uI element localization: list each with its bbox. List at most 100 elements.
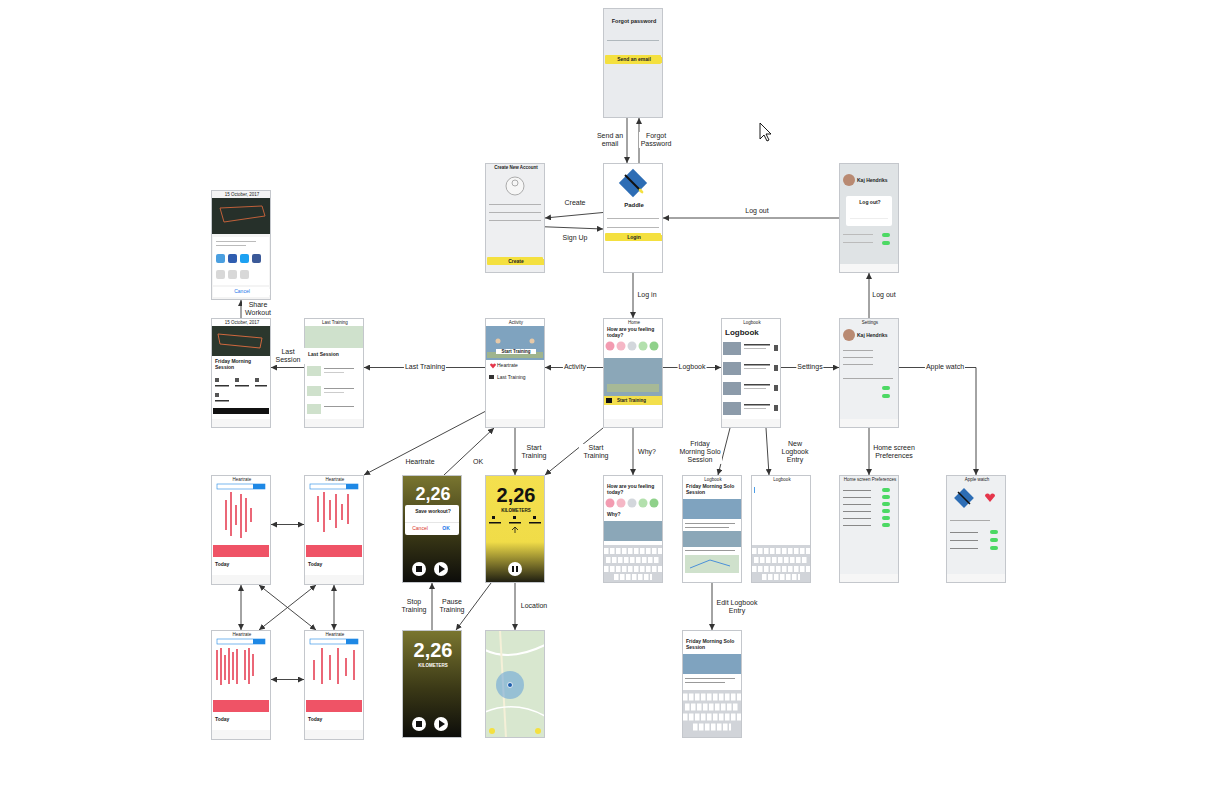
screen-text: Activity xyxy=(488,320,544,325)
screen-detail-part xyxy=(690,560,730,568)
screen-detail-part xyxy=(846,196,892,226)
screen-detail-part xyxy=(324,392,344,393)
app-screen: HomeHow are you feeling today?Start Trai… xyxy=(603,318,663,428)
screen-detail-part xyxy=(639,342,648,351)
screen-detail-part xyxy=(213,287,269,297)
screen-detail-part xyxy=(255,378,259,382)
screen-text: Login xyxy=(606,235,662,241)
screen-detail-part xyxy=(683,697,741,727)
screen-ground xyxy=(211,8,1006,740)
screen-detail-part xyxy=(439,720,445,728)
screen-ground-part xyxy=(211,475,271,585)
screen-ground-part xyxy=(603,163,663,273)
edge-label: Friday Morning Solo Session xyxy=(678,440,722,464)
screen-ground-part xyxy=(211,630,271,740)
screen-text: Logbook xyxy=(724,320,780,325)
screen-detail-part xyxy=(211,198,271,234)
screen-detail-part xyxy=(723,382,741,395)
edge-label: Send an email xyxy=(594,132,626,148)
screen-detail-part xyxy=(682,654,742,674)
screen-detail-part xyxy=(754,487,756,493)
screen-detail-part xyxy=(215,393,219,397)
screen-detail-part xyxy=(513,516,516,519)
screen-detail-part xyxy=(606,342,615,351)
screen-ground-part xyxy=(603,8,663,118)
flow-arrow xyxy=(259,585,316,630)
screen-detail-part xyxy=(990,538,998,542)
screen-ground-part xyxy=(485,318,545,428)
flow-arrow xyxy=(271,679,304,680)
screen-detail-part xyxy=(774,405,778,411)
screen-ground-part xyxy=(485,475,545,583)
flow-arrow xyxy=(334,585,335,630)
edge-label: OK xyxy=(472,458,484,466)
edge-label: Log out xyxy=(744,207,769,215)
screen-text: Send an email xyxy=(606,57,662,63)
screen-detail-part xyxy=(240,270,249,279)
screen-detail-part xyxy=(307,366,321,376)
app-screen: HeartrateToday xyxy=(304,475,364,585)
edge-label: Pause Training xyxy=(436,598,468,614)
screen-text: 2,26 xyxy=(405,484,461,505)
screen-detail-part xyxy=(489,204,541,206)
screen-detail-part xyxy=(607,218,659,220)
screen-detail-part xyxy=(607,40,659,42)
screen-detail-part xyxy=(416,566,422,572)
screen-detail-part xyxy=(213,408,269,414)
screen-detail-part xyxy=(529,522,541,524)
screen-detail-part xyxy=(512,527,518,533)
screen-detail-part xyxy=(850,218,888,220)
app-screen: HeartrateToday xyxy=(304,630,364,740)
screen-text: Start Training xyxy=(616,398,662,403)
edge-label: Heartrate xyxy=(404,458,435,466)
screen-detail-part xyxy=(617,499,626,508)
screen-detail-part xyxy=(882,509,890,513)
screen-detail-part xyxy=(213,237,269,285)
screen-detail-part xyxy=(216,254,225,263)
screen-detail-part xyxy=(489,212,541,214)
screen-detail-part xyxy=(512,180,518,186)
screen-detail-part xyxy=(211,326,271,356)
screen-detail-part xyxy=(310,484,358,489)
screen-detail-part xyxy=(843,234,873,235)
screen-detail-part xyxy=(603,419,663,428)
app-screen: Home screen Preferences xyxy=(839,475,899,583)
screen-detail-part xyxy=(226,492,251,538)
screen-detail-part xyxy=(215,378,219,382)
screen-detail-part xyxy=(882,241,890,245)
screen-ground-part xyxy=(751,475,811,583)
app-screen: SettingsKaj Hendriks xyxy=(839,318,899,428)
screen-detail-part xyxy=(485,707,545,716)
screen-detail-part xyxy=(324,372,344,373)
screen-detail-part xyxy=(638,188,644,194)
screen-detail-part xyxy=(346,484,358,489)
screen-ground-part xyxy=(839,163,899,273)
screen-ground-part xyxy=(211,318,271,428)
edge-label: Stop Training xyxy=(400,598,429,614)
screen-text: Friday Morning Solo Session xyxy=(685,484,741,496)
flow-arrow xyxy=(633,428,634,475)
screen-detail-part xyxy=(324,406,354,407)
app-screen: Forgot passwordSend an email xyxy=(603,8,663,118)
flow-arrow xyxy=(869,273,870,318)
screen-detail-part xyxy=(839,574,899,583)
edge-label: Settings xyxy=(796,363,823,371)
flow-arrow xyxy=(712,583,713,630)
screen-detail-part xyxy=(240,254,249,263)
screen-detail-part xyxy=(950,520,990,521)
screen-detail-part xyxy=(530,339,535,344)
screen-detail-part xyxy=(216,245,246,246)
screen-detail-part xyxy=(946,574,1006,583)
screen-detail-part xyxy=(843,511,871,512)
screen-detail-part xyxy=(774,385,778,391)
screen-detail-part xyxy=(489,728,495,734)
screen-text: 2,26 xyxy=(405,639,461,662)
screen-detail-part xyxy=(843,350,873,351)
flow-arrow xyxy=(869,428,870,475)
flow-arrow xyxy=(364,412,485,476)
screen-text: Today xyxy=(307,562,363,568)
screen-detail-part xyxy=(744,368,766,369)
screen-text: 2,26 xyxy=(488,484,544,507)
flow-arrow xyxy=(545,227,603,229)
screen-ground-part xyxy=(721,318,781,428)
